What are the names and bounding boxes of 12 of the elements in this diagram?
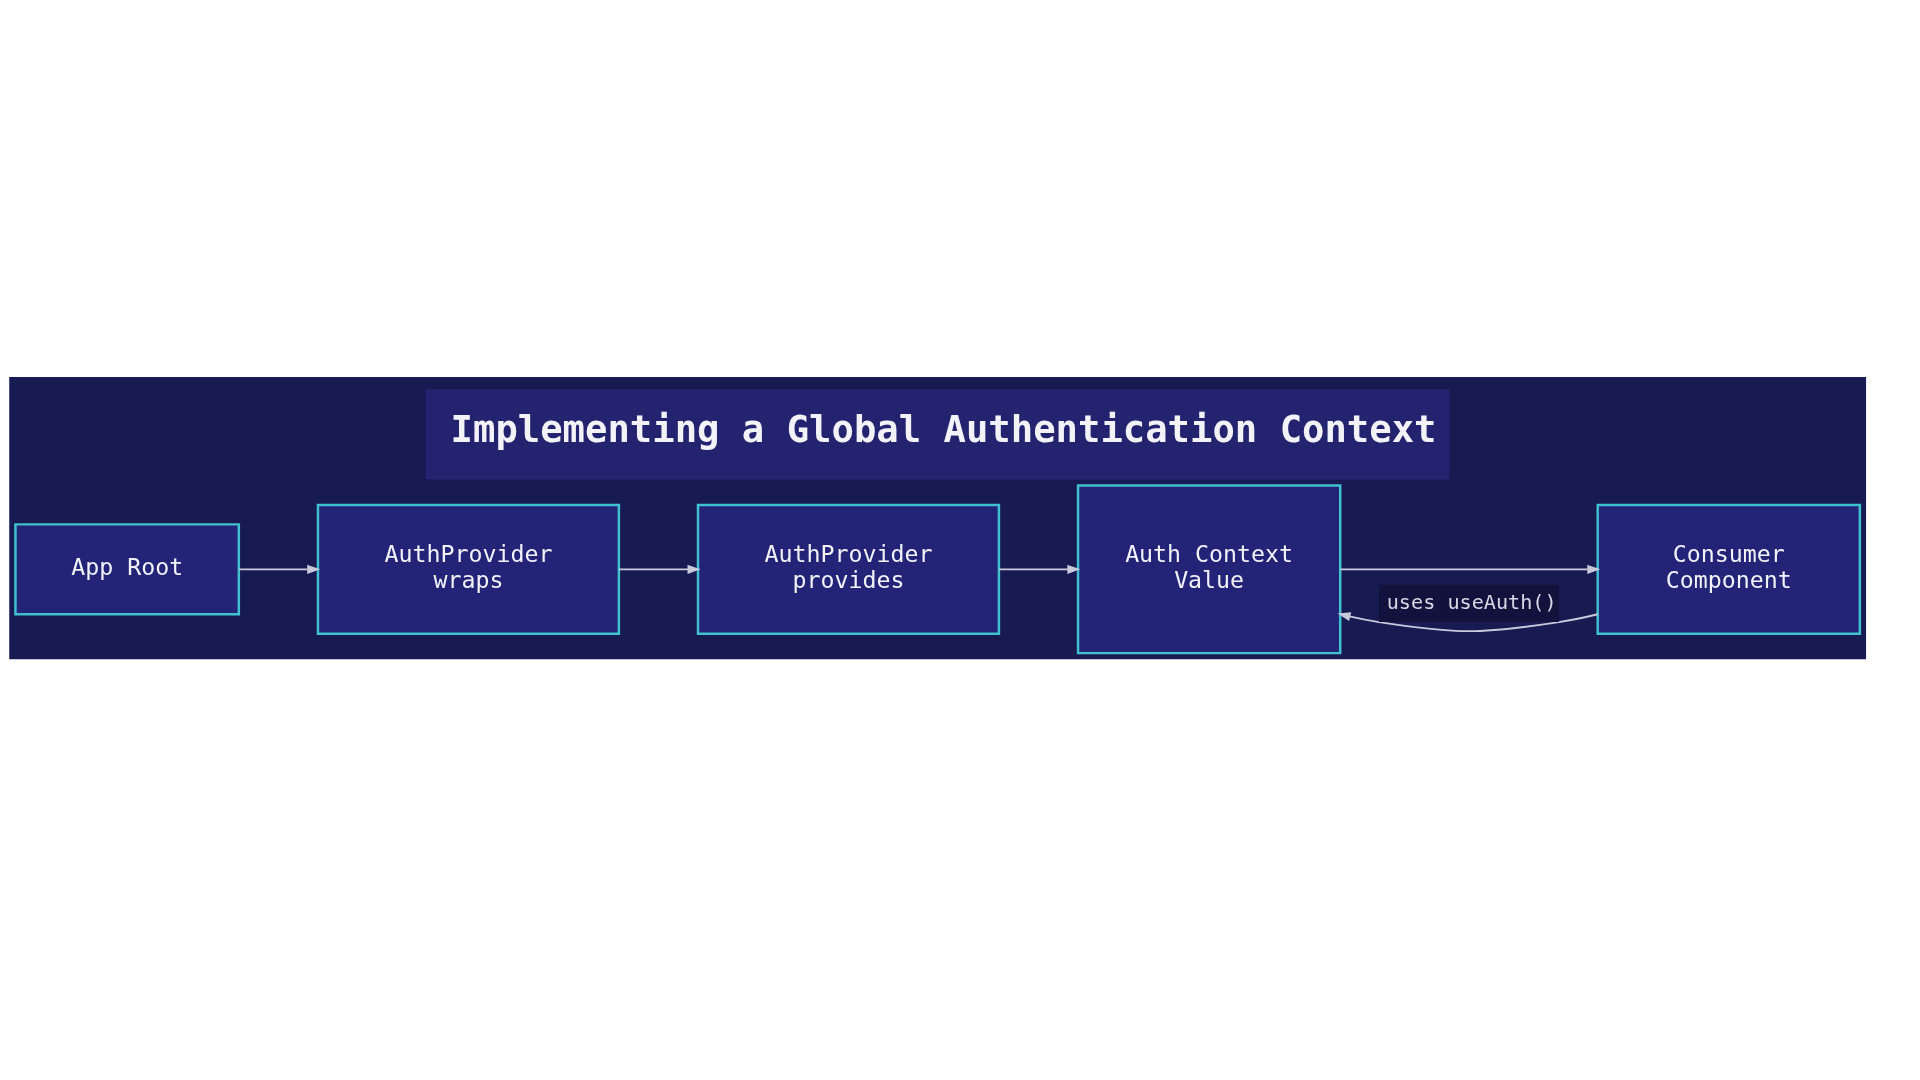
diagram-title: Implementing a Global Authentication Context	[450, 406, 1437, 451]
node-box: AuthProvider wraps	[316, 503, 621, 635]
node-box: App Root	[14, 522, 241, 616]
node-box: Auth Context Value	[1076, 483, 1342, 654]
arrow	[238, 564, 321, 574]
node-box: Consumer Component	[1596, 503, 1862, 635]
node-box: AuthProvider provides	[696, 503, 1001, 635]
edge-label: uses useAuth()	[1386, 589, 1557, 614]
arrow	[1337, 611, 1599, 632]
arrow	[998, 564, 1081, 574]
arrow	[618, 564, 701, 574]
arrow	[1339, 564, 1601, 574]
